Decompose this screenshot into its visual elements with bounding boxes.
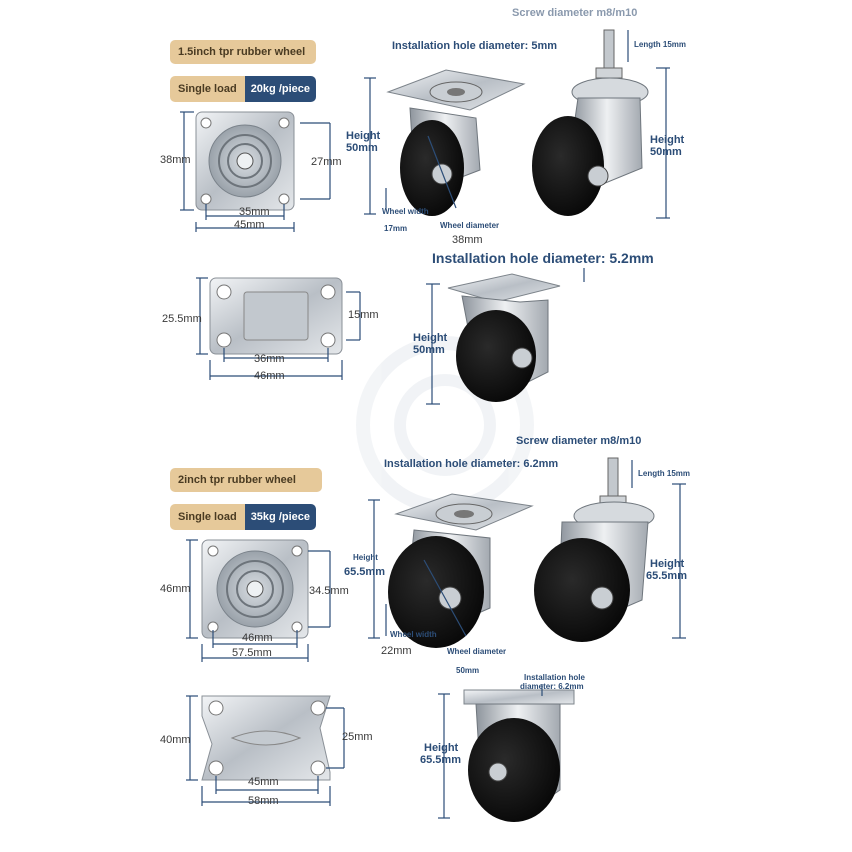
stem-length-label: Length 15mm <box>634 40 687 49</box>
stem-height-value: 65.5mm <box>646 570 687 582</box>
fixed-plate-height-label: 25.5mm <box>162 313 202 325</box>
fixed-caster-1-5inch <box>447 273 561 402</box>
swivel-caster-2inch <box>388 493 534 648</box>
wheel-width-label: Wheel width <box>382 207 429 216</box>
single-load-value: 20kg /piece <box>244 76 317 102</box>
wheel-size-badge-2inch: 2inch tpr rubber wheel <box>170 468 322 492</box>
stem-height-value: 50mm <box>650 146 682 158</box>
swivel-height-value: 65.5mm <box>344 566 385 578</box>
top-plate-2inch <box>201 539 309 639</box>
single-load-label: Single load <box>170 76 245 102</box>
fixed-install-hole-label-line1: Installation hole <box>524 673 585 682</box>
single-load-badge-2inch: Single load 35kg /piece <box>170 504 317 530</box>
fixed-install-hole-label: Installation hole diameter: 5.2mm <box>432 250 654 266</box>
plate-width-label: 57.5mm <box>232 647 272 659</box>
dim-lines-1 <box>180 111 331 232</box>
fixed-plate-width-label: 58mm <box>248 795 279 807</box>
plate-inner-height-label: 27mm <box>311 156 342 168</box>
fixed-height-value: 65.5mm <box>420 754 461 766</box>
fixed-height-label: Height <box>413 332 448 344</box>
fixed-plate-2inch <box>201 695 331 781</box>
screw-diameter-label: Screw diameter m8/m10 <box>512 7 638 19</box>
fixed-height-value: 50mm <box>413 344 445 356</box>
wheel-width-value: 17mm <box>384 224 408 233</box>
stem-length-label: Length 15mm <box>638 469 691 478</box>
plate-height-label: 46mm <box>160 583 191 595</box>
stem-caster-1-5inch <box>532 29 649 216</box>
wheel-diameter-label: Wheel diameter <box>447 647 507 656</box>
single-load-label: Single load <box>170 504 245 530</box>
swivel-height-label: Height <box>346 130 381 142</box>
wheel-diameter-value: 50mm <box>456 666 480 675</box>
fixed-plate-width-label: 46mm <box>254 370 285 382</box>
top-plate-1-5inch <box>195 111 295 211</box>
plate-inner-width-label: 35mm <box>239 206 270 218</box>
swivel-height-label: Height <box>353 553 378 562</box>
wheel-size-badge-1-5inch: 1.5inch tpr rubber wheel <box>170 40 316 64</box>
stem-height-label: Height <box>650 134 685 146</box>
fixed-plate-height-label: 40mm <box>160 734 191 746</box>
fixed-plate-inner-width-label: 36mm <box>254 353 285 365</box>
plate-width-label: 45mm <box>234 219 265 231</box>
fixed-plate-inner-height-label: 15mm <box>348 309 379 321</box>
plate-inner-width-label: 46mm <box>242 632 273 644</box>
fixed-plate-1-5inch <box>209 277 343 355</box>
fixed-plate-inner-height-label: 25mm <box>342 731 373 743</box>
wheel-width-label: Wheel width <box>390 630 437 639</box>
wheel-diameter-value: 38mm <box>452 234 483 246</box>
fixed-height-label: Height <box>424 742 459 754</box>
single-load-badge-1-5inch: Single load 20kg /piece <box>170 76 317 102</box>
fixed-caster-2inch <box>463 689 575 822</box>
swivel-height-value: 50mm <box>346 142 378 154</box>
stem-caster-2inch <box>534 457 655 642</box>
plate-height-label: 38mm <box>160 154 191 166</box>
wheel-diameter-label: Wheel diameter <box>440 221 500 230</box>
install-hole-label: Installation hole diameter: 6.2mm <box>384 458 559 470</box>
fixed-install-hole-label-line2: diameter: 6.2mm <box>520 682 584 691</box>
install-hole-label: Installation hole diameter: 5mm <box>392 40 558 52</box>
swivel-caster-1-5inch <box>386 69 526 216</box>
fixed-plate-inner-width-label: 45mm <box>248 776 279 788</box>
screw-diameter-label: Screw diameter m8/m10 <box>516 435 642 447</box>
stem-height-label: Height <box>650 558 685 570</box>
single-load-value: 35kg /piece <box>244 504 317 530</box>
plate-inner-height-label: 34.5mm <box>309 585 349 597</box>
wheel-width-value: 22mm <box>381 645 412 657</box>
